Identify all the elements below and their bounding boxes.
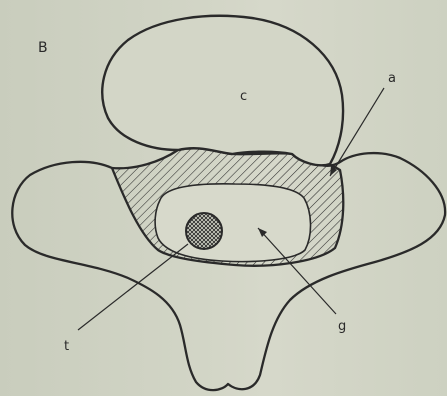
vertebral-canal — [155, 184, 310, 262]
pointer-t — [78, 244, 188, 330]
label-g: g — [338, 319, 346, 334]
label-t: t — [64, 339, 69, 354]
cross-hatched-lesion — [186, 213, 222, 249]
vertebral-body — [102, 16, 343, 165]
panel-label: B — [38, 40, 48, 56]
label-a: a — [388, 71, 396, 86]
label-c: c — [240, 89, 247, 104]
